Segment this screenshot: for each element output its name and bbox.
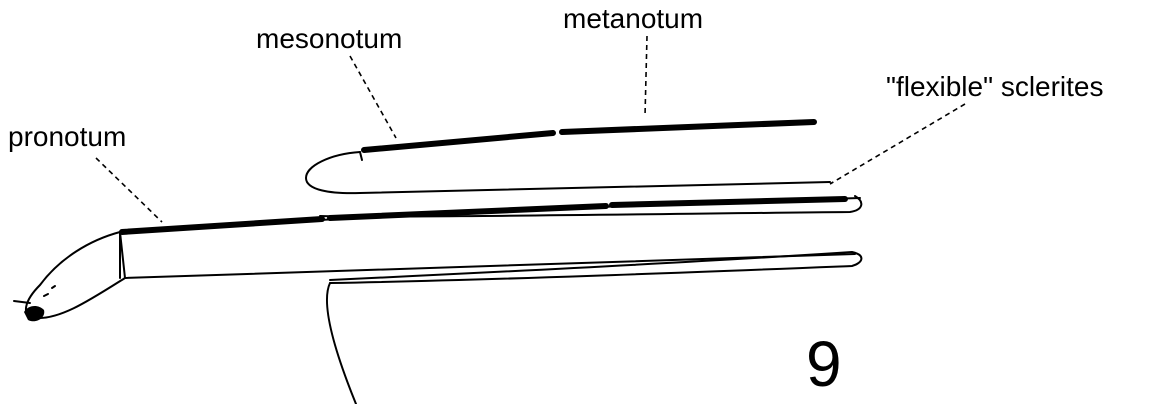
upper-loop-inner (360, 152, 362, 160)
lower-fold-outline (330, 252, 861, 283)
label-metanotum: metanotum (563, 3, 703, 34)
metanotum-sclerite (562, 122, 814, 132)
lower-body-curve (327, 283, 356, 404)
label-pronotum: pronotum (8, 121, 126, 152)
leader-mesonotum (350, 56, 396, 138)
upper-loop-outline (306, 152, 830, 193)
leader-flexible-sclerites (830, 104, 965, 184)
pronotum-sclerite (122, 219, 322, 232)
head-outline (26, 232, 125, 318)
leader-metanotum (645, 36, 647, 116)
head-mark (44, 286, 55, 296)
figure-number: 9 (806, 328, 842, 400)
sclerite-2b (612, 199, 845, 205)
mesonotum-sclerite (364, 133, 553, 150)
label-mesonotum: mesonotum (256, 23, 402, 54)
label-flexible-sclerites: "flexible" sclerites (886, 71, 1104, 102)
leader-pronotum (96, 158, 162, 222)
